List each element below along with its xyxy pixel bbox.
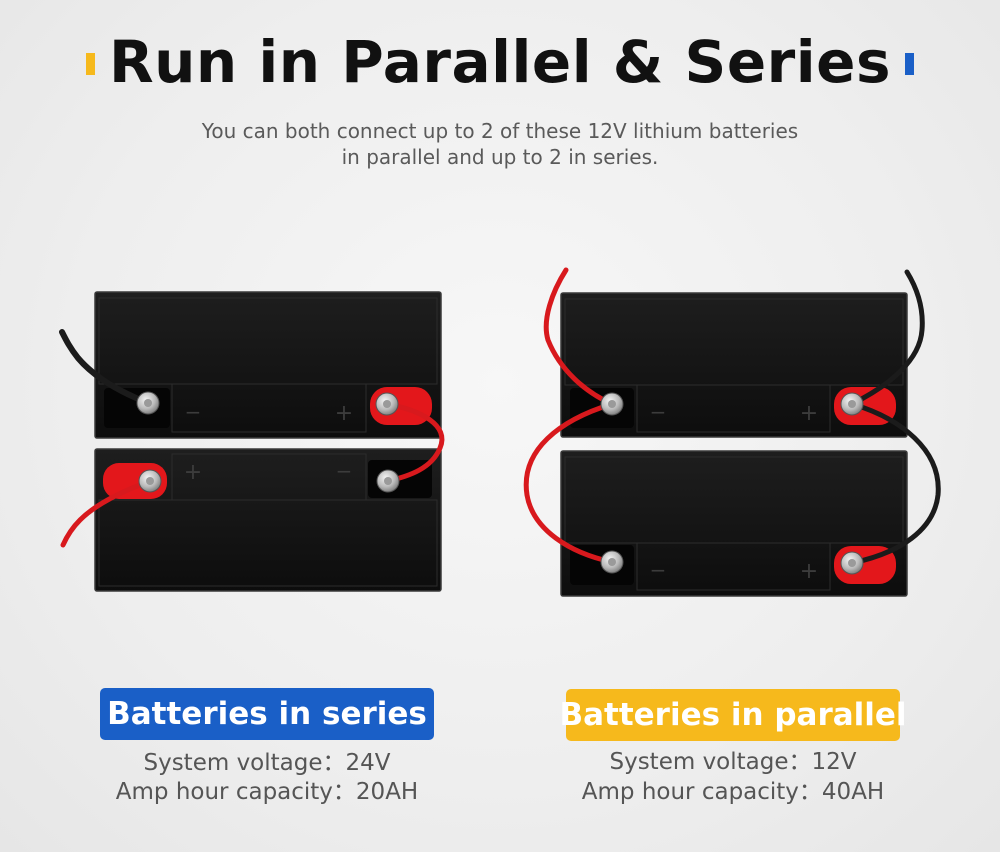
series-voltage: System voltage：24V [143, 750, 391, 776]
page-subtitle: You can both connect up to 2 of these 12… [0, 118, 1000, 170]
series-battery-top: − + [94, 291, 442, 439]
title-row: Run in Parallel & Series [0, 28, 1000, 96]
parallel-voltage: System voltage：12V [609, 749, 857, 775]
series-wire-black-out [59, 329, 151, 406]
minus-icon: − [185, 400, 202, 424]
minus-icon: − [336, 459, 353, 483]
plus-icon: + [184, 460, 202, 485]
series-capacity: Amp hour capacity：20AH [115, 779, 419, 805]
series-wire-red-out [60, 478, 153, 548]
title-accent-right [905, 53, 915, 75]
series-wire-red-link [384, 401, 445, 484]
parallel-capacity: Amp hour capacity：40AH [581, 779, 885, 805]
parallel-label-badge: Batteries in parallel [559, 689, 907, 741]
parallel-wire-black-out [849, 269, 925, 407]
subtitle-line-1: You can both connect up to 2 of these 12… [201, 119, 799, 143]
parallel-wire-red-out [543, 267, 615, 407]
parallel-battery-bottom: − + [560, 450, 908, 597]
title-accent-left [85, 53, 95, 75]
plus-icon: + [800, 559, 818, 584]
minus-icon: − [650, 558, 667, 582]
page-title: Run in Parallel & Series [108, 28, 892, 96]
parallel-wire-red-link [523, 401, 615, 565]
plus-icon: + [335, 401, 353, 426]
plus-icon: + [800, 401, 818, 426]
parallel-battery-top: − + [560, 292, 908, 438]
minus-icon: − [650, 400, 667, 424]
series-label-badge: Batteries in series [100, 688, 434, 740]
subtitle-line-2: in parallel and up to 2 in series. [341, 145, 659, 169]
parallel-wire-black-link [849, 401, 941, 566]
